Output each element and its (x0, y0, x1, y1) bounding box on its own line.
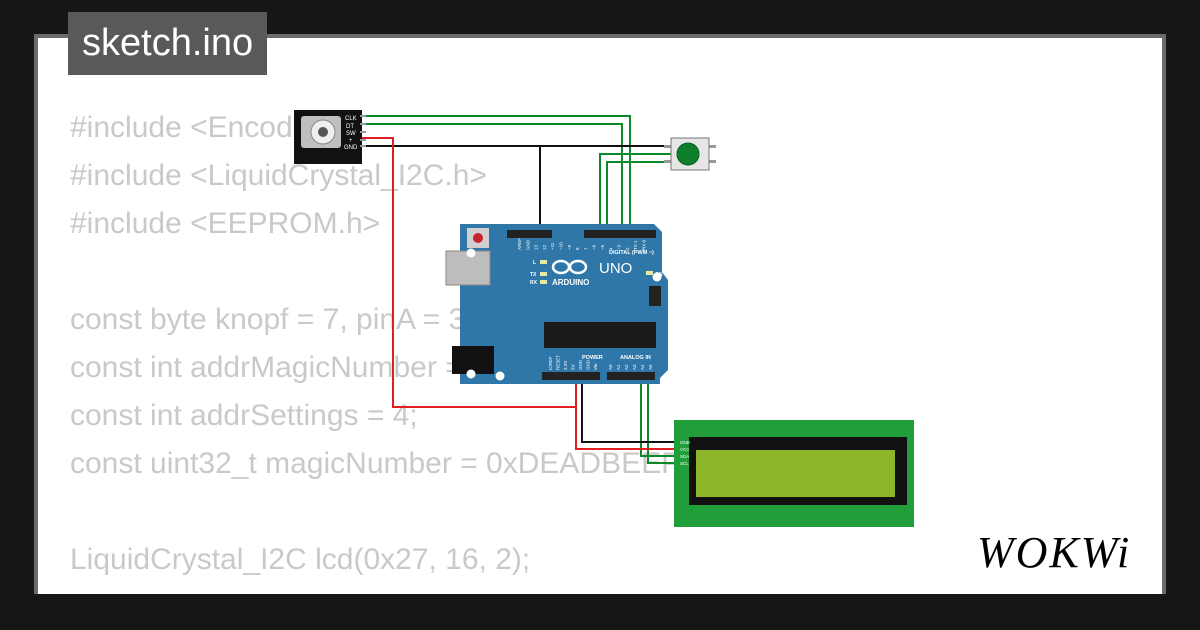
board-brand: ARDUINO (552, 278, 589, 287)
pin-label: ~5 (600, 244, 605, 250)
header-analog (607, 372, 655, 380)
lcd-pin-label: VCC (680, 447, 690, 452)
power-label: POWER (582, 355, 603, 361)
lcd-1602-i2c[interactable]: GND VCC SDA SCL (674, 420, 914, 527)
header-top-left (507, 230, 552, 238)
code-line: Encoder encoder(pinA, pinB); (70, 584, 688, 594)
wokwi-logo: WOKWi (977, 528, 1131, 577)
circuit-diagram: CLK DT SW + GND (294, 110, 914, 527)
code-line: const int addrSettings = 4; (70, 399, 418, 432)
atmega-chip (544, 322, 656, 348)
header-power (542, 372, 600, 380)
encoder-pin-label: DT (346, 124, 354, 130)
pin-label: ~11 (550, 242, 555, 250)
pin-label: 2 (625, 247, 630, 250)
code-line: LiquidCrystal_I2C lcd(0x27, 16, 2); (70, 543, 531, 576)
mounting-hole (466, 248, 476, 258)
preview-card: #include <Encoder.h>#include <LiquidCrys… (34, 34, 1166, 594)
usb-port (445, 250, 491, 286)
lcd-pin-label: SDA (680, 454, 689, 459)
wire-encoder-gnd (360, 145, 541, 232)
pin-label: A4 (640, 364, 645, 370)
power-jack (452, 346, 494, 374)
push-button[interactable] (664, 137, 716, 171)
header-top-right (584, 230, 656, 238)
wire-lcd-gnd (581, 376, 680, 443)
pin-label: ~3 (617, 244, 622, 250)
pin-label: GND (586, 359, 591, 370)
file-tab-title: sketch.ino (68, 12, 268, 75)
lcd-screen (696, 450, 895, 497)
digital-label: DIGITAL (PWM ~) (609, 250, 654, 256)
wire-dt (360, 123, 623, 232)
icsp-header (649, 286, 661, 306)
mounting-hole (466, 369, 476, 379)
pin-label: 4 (608, 247, 613, 250)
card-shadow (34, 594, 1166, 630)
wokwi-logo-text: WOKWi (977, 528, 1131, 577)
encoder-pin-label: CLK (345, 116, 357, 122)
pin-label: RX 0 (642, 239, 647, 250)
encoder-pin-label: GND (344, 145, 358, 151)
wire-clk (360, 115, 631, 232)
mounting-hole (652, 272, 662, 282)
arduino-uno-board[interactable]: ARDUINO UNO DIGITAL (PWM ~) POWER ANALOG… (445, 224, 668, 384)
pin-label: GND (578, 359, 583, 370)
pin-label: AREF (517, 238, 522, 250)
pin-label: ~9 (567, 244, 572, 250)
pin-label: 13 (534, 244, 539, 250)
rotary-encoder[interactable]: CLK DT SW + GND (294, 110, 366, 164)
lcd-pin-label: GND (680, 440, 691, 445)
pin-label: 3.3V (563, 361, 568, 370)
lcd-pin-label: SCL (680, 461, 689, 466)
pin-label: 8 (575, 247, 580, 250)
encoder-pin-label: + (349, 138, 353, 144)
reset-button[interactable] (473, 233, 483, 243)
analog-label: ANALOG IN (620, 355, 651, 361)
pin-label: A1 (616, 364, 621, 370)
pin-label: A3 (632, 364, 637, 370)
led-label-rx: RX (530, 280, 538, 286)
pin-label: RESET (556, 355, 561, 370)
pin-label: 12 (542, 244, 547, 250)
pin-label: A2 (624, 364, 629, 370)
pin-label: A5 (648, 364, 653, 370)
wire-sda (640, 376, 680, 457)
encoder-pin-label: SW (346, 131, 356, 137)
pin-label: 7 (583, 247, 588, 250)
wires-black (360, 145, 680, 443)
pin-label: ~6 (592, 244, 597, 250)
wire-scl (647, 376, 680, 464)
wire-encoder-vcc (360, 137, 577, 408)
pin-label: GND (525, 239, 530, 250)
code-line: #include <LiquidCrystal_I2C.h> (70, 159, 487, 192)
wire-button-1 (599, 153, 704, 232)
mounting-hole (495, 371, 505, 381)
led-label-tx: TX (530, 272, 537, 278)
pin-label: ~10 (559, 242, 564, 250)
wires-red (360, 137, 680, 450)
pin-label: IOREF (548, 356, 553, 370)
board-model: UNO (599, 260, 632, 277)
pin-label: TX 1 (633, 240, 638, 250)
pin-label: 5V (571, 364, 576, 370)
led-label-on: ON (655, 272, 663, 278)
wire-lcd-vcc (575, 407, 680, 450)
arduino-logo-icon (551, 259, 588, 275)
pin-label: A0 (608, 364, 613, 370)
led-label-l: L (533, 260, 536, 266)
pin-label: Vin (593, 363, 598, 370)
code-line: #include <EEPROM.h> (70, 207, 381, 240)
